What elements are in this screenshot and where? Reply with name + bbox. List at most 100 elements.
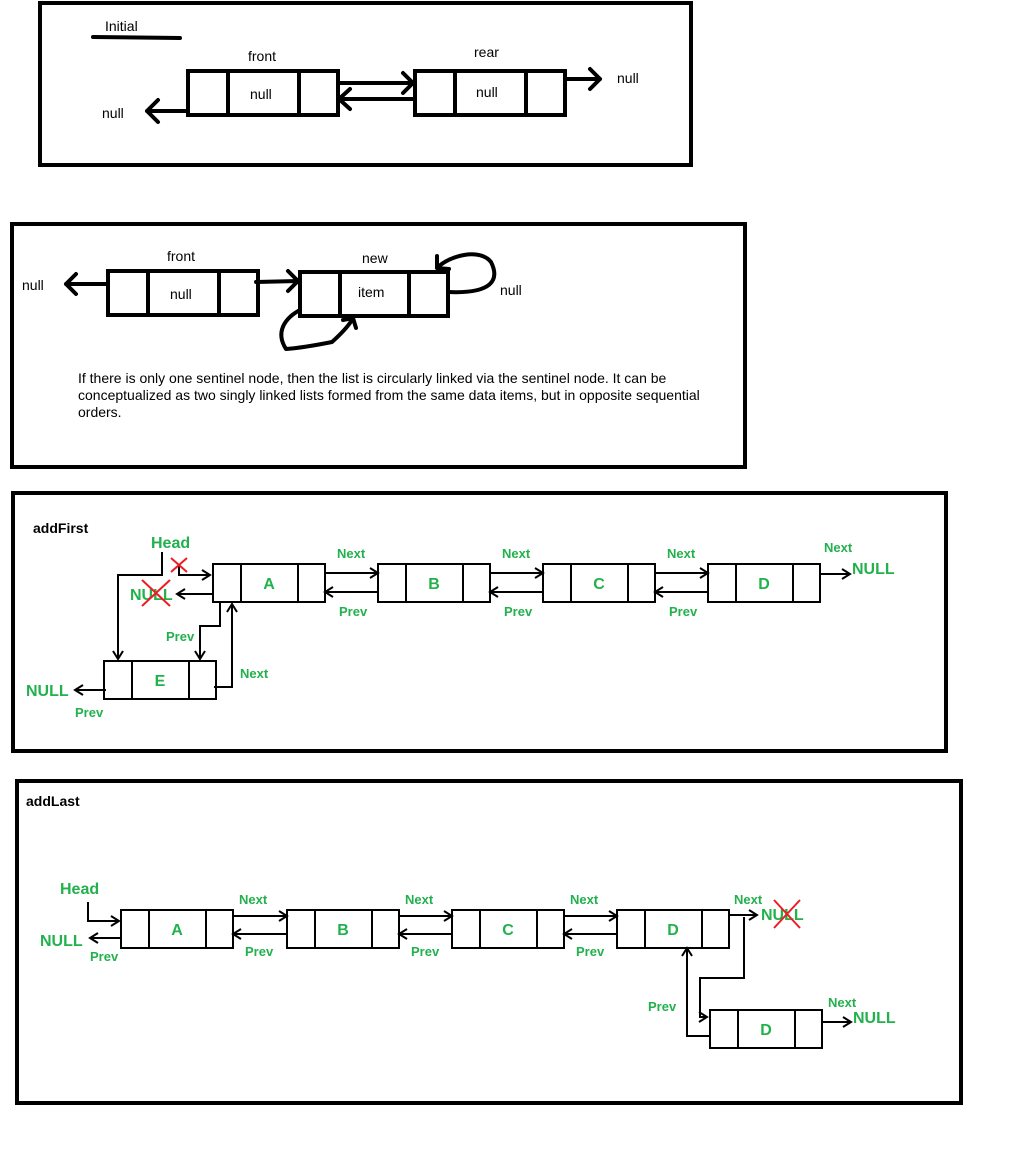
addfirst-node-a-label: A xyxy=(263,576,275,593)
addfirst-prev-label-1: Prev xyxy=(504,604,533,619)
node-front-2 xyxy=(106,269,260,317)
panel-addfirst-frame xyxy=(11,491,948,753)
addlast-node-new: D xyxy=(709,1009,823,1049)
front-to-new-arrow xyxy=(254,269,300,293)
rear-to-front-arrow xyxy=(337,87,417,111)
e-prev-label: Prev xyxy=(75,705,104,720)
addfirst-node-e: E xyxy=(103,660,217,700)
new-self-loop-bottom xyxy=(279,308,358,351)
addfirst-next-label-0: Next xyxy=(337,546,366,561)
addfirst-node-d: D xyxy=(707,563,821,603)
d-next-null-arrow xyxy=(820,568,852,580)
addlast-node-d: D xyxy=(616,909,730,949)
new-next-null-arrow xyxy=(822,1016,853,1028)
addfirst-prev-arrow-0 xyxy=(323,586,378,598)
front-label-2: front xyxy=(167,248,195,264)
panel-initial: Initial front null rear null null null xyxy=(38,1,693,167)
panel-sentinel-frame xyxy=(10,222,747,469)
addfirst-node-e-label: E xyxy=(155,673,166,690)
addlast-prev-label-0: Prev xyxy=(245,944,274,959)
addlast-node-c-label: C xyxy=(502,922,514,939)
addlast-head-label: Head xyxy=(60,881,99,898)
new-value: item xyxy=(358,284,384,300)
e-next-to-a-arrow xyxy=(214,602,238,688)
addlast-node-d-label: D xyxy=(667,922,679,939)
addlast-next-label-0: Next xyxy=(239,892,268,907)
e-prev-mid-label: Prev xyxy=(166,629,195,644)
a-prev-arrow xyxy=(175,588,212,600)
old-null-cross-mark xyxy=(773,899,801,929)
e-prev-null-arrow xyxy=(73,684,106,696)
heading-underline xyxy=(91,35,182,40)
rear-null-arrow xyxy=(563,67,602,91)
addfirst-node-a: A xyxy=(212,563,326,603)
new-prev-to-d-arrow xyxy=(681,946,709,1037)
addlast-left-null: NULL xyxy=(40,933,83,950)
addlast-nodes: A B C D D xyxy=(120,909,823,1049)
d-next-label: Next xyxy=(734,892,763,907)
head-to-e-arrow xyxy=(112,552,163,661)
addlast-prev-label-1: Prev xyxy=(411,944,440,959)
new-label: new xyxy=(362,250,389,266)
addlast-prev-arrow-0 xyxy=(231,928,287,940)
head-to-a-arrow xyxy=(87,902,121,927)
a-prev-to-e-arrow xyxy=(194,602,221,661)
addlast-next-arrow-0 xyxy=(233,910,289,922)
addfirst-prev-arrow-2 xyxy=(653,586,708,598)
front-to-rear-arrow xyxy=(336,71,415,95)
front-null-arrow xyxy=(145,98,190,124)
addfirst-node-c-label: C xyxy=(593,576,605,593)
addfirst-next-label-2: Next xyxy=(667,546,696,561)
addlast-next-label-1: Next xyxy=(405,892,434,907)
addlast-next-arrow-1 xyxy=(399,910,454,922)
addlast-node-c: C xyxy=(451,909,565,949)
left-null-label-2: null xyxy=(22,277,44,293)
addlast-node-b-label: B xyxy=(337,922,349,939)
e-next-label: Next xyxy=(240,666,269,681)
addlast-node-a: A xyxy=(120,909,234,949)
addfirst-left-null: NULL xyxy=(26,683,69,700)
new-self-loop-top xyxy=(435,252,497,295)
rear-label: rear xyxy=(474,44,499,60)
addlast-next-label-2: Next xyxy=(570,892,599,907)
panel-addlast-frame xyxy=(15,779,963,1105)
addlast-heading: addLast xyxy=(26,793,80,809)
addlast-prev-arrow-1 xyxy=(397,928,452,940)
new-next-label: Next xyxy=(828,995,857,1010)
addfirst-next-arrow-1 xyxy=(490,567,545,579)
d-next-to-new-arrow xyxy=(698,917,745,1023)
front-null-arrow-2 xyxy=(64,272,110,296)
addlast-prev-label-2: Prev xyxy=(576,944,605,959)
left-null-label: null xyxy=(102,105,124,121)
addfirst-prev-arrow-1 xyxy=(488,586,543,598)
addfirst-head-label: Head xyxy=(151,535,190,552)
addlast-prev-arrow-2 xyxy=(562,928,617,940)
addfirst-heading: addFirst xyxy=(33,520,89,536)
addfirst-next-arrow-2 xyxy=(655,567,710,579)
addfirst-nodes: A B C D E xyxy=(103,563,821,700)
right-null-label: null xyxy=(617,70,639,86)
addfirst-next-label-1: Next xyxy=(502,546,531,561)
right-null-label-2: null xyxy=(500,282,522,298)
addfirst-prev-label-0: Prev xyxy=(339,604,368,619)
addfirst-prev-label-2: Prev xyxy=(669,604,698,619)
front-value-2: null xyxy=(170,286,192,302)
d-next-label: Next xyxy=(824,540,853,555)
head-cross-mark xyxy=(170,557,188,573)
old-head-to-a-arrow xyxy=(178,565,212,581)
addlast-right-null: NULL xyxy=(853,1010,896,1027)
addfirst-node-b: B xyxy=(377,563,491,603)
a-prev-label: Prev xyxy=(90,949,119,964)
addfirst-right-null: NULL xyxy=(852,561,895,578)
node-front xyxy=(186,69,340,117)
panel-initial-heading: Initial xyxy=(105,18,138,34)
old-null-cross-mark xyxy=(141,579,171,607)
addfirst-next-arrow-0 xyxy=(325,567,380,579)
addlast-node-b: B xyxy=(286,909,400,949)
d-next-old-arrow xyxy=(730,909,759,921)
